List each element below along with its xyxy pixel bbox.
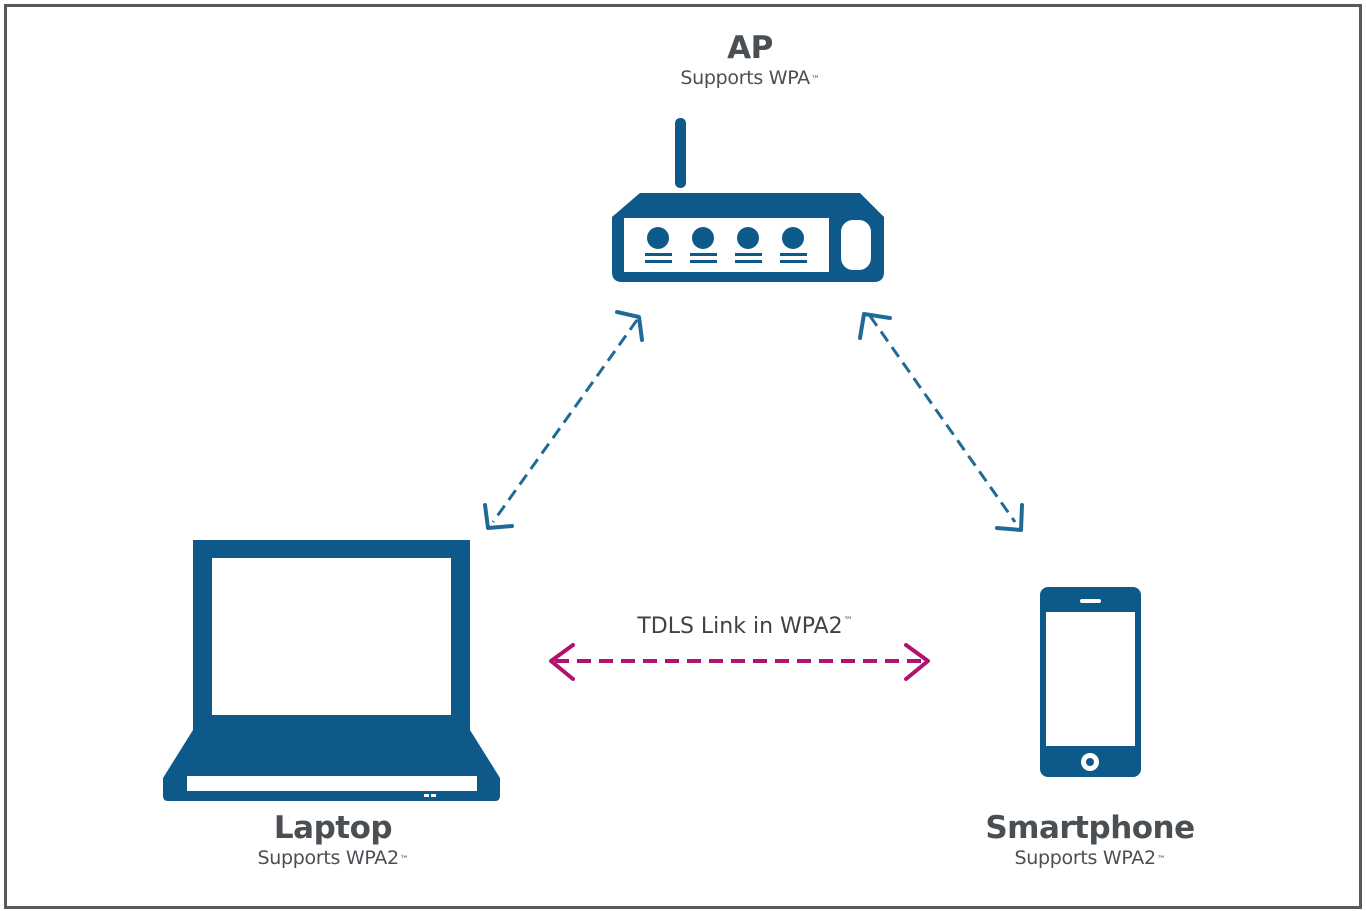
laptop-icon [163,540,500,801]
ap-subtitle-text: Supports WPA [680,67,810,89]
laptop-subtitle: Supports WPA2™ [183,846,483,870]
link-ap-smartphone [858,312,1024,532]
smartphone-subtitle-text: Supports WPA2 [1014,847,1157,869]
ap-label: AP Supports WPA™ [600,30,900,90]
tdls-trademark: ™ [843,616,853,626]
laptop-subtitle-text: Supports WPA2 [257,847,400,869]
ap-subtitle: Supports WPA™ [600,66,900,90]
laptop-trademark: ™ [399,855,409,865]
smartphone-title: Smartphone [985,810,1195,846]
ap-title: AP [727,30,773,66]
router-icon [612,118,884,282]
laptop-title: Laptop [273,810,393,846]
link-ap-laptop [483,310,644,530]
tdls-link-text: TDLS Link in WPA2 [637,614,843,639]
tdls-link-label: TDLS Link in WPA2™ [580,614,910,639]
laptop-label: Laptop Supports WPA2™ [183,810,483,870]
ap-trademark: ™ [810,75,820,85]
smartphone-icon [1040,587,1141,777]
smartphone-label: Smartphone Supports WPA2™ [940,810,1240,870]
link-tdls [549,643,930,681]
smartphone-subtitle: Supports WPA2™ [940,846,1240,870]
smartphone-trademark: ™ [1156,855,1166,865]
